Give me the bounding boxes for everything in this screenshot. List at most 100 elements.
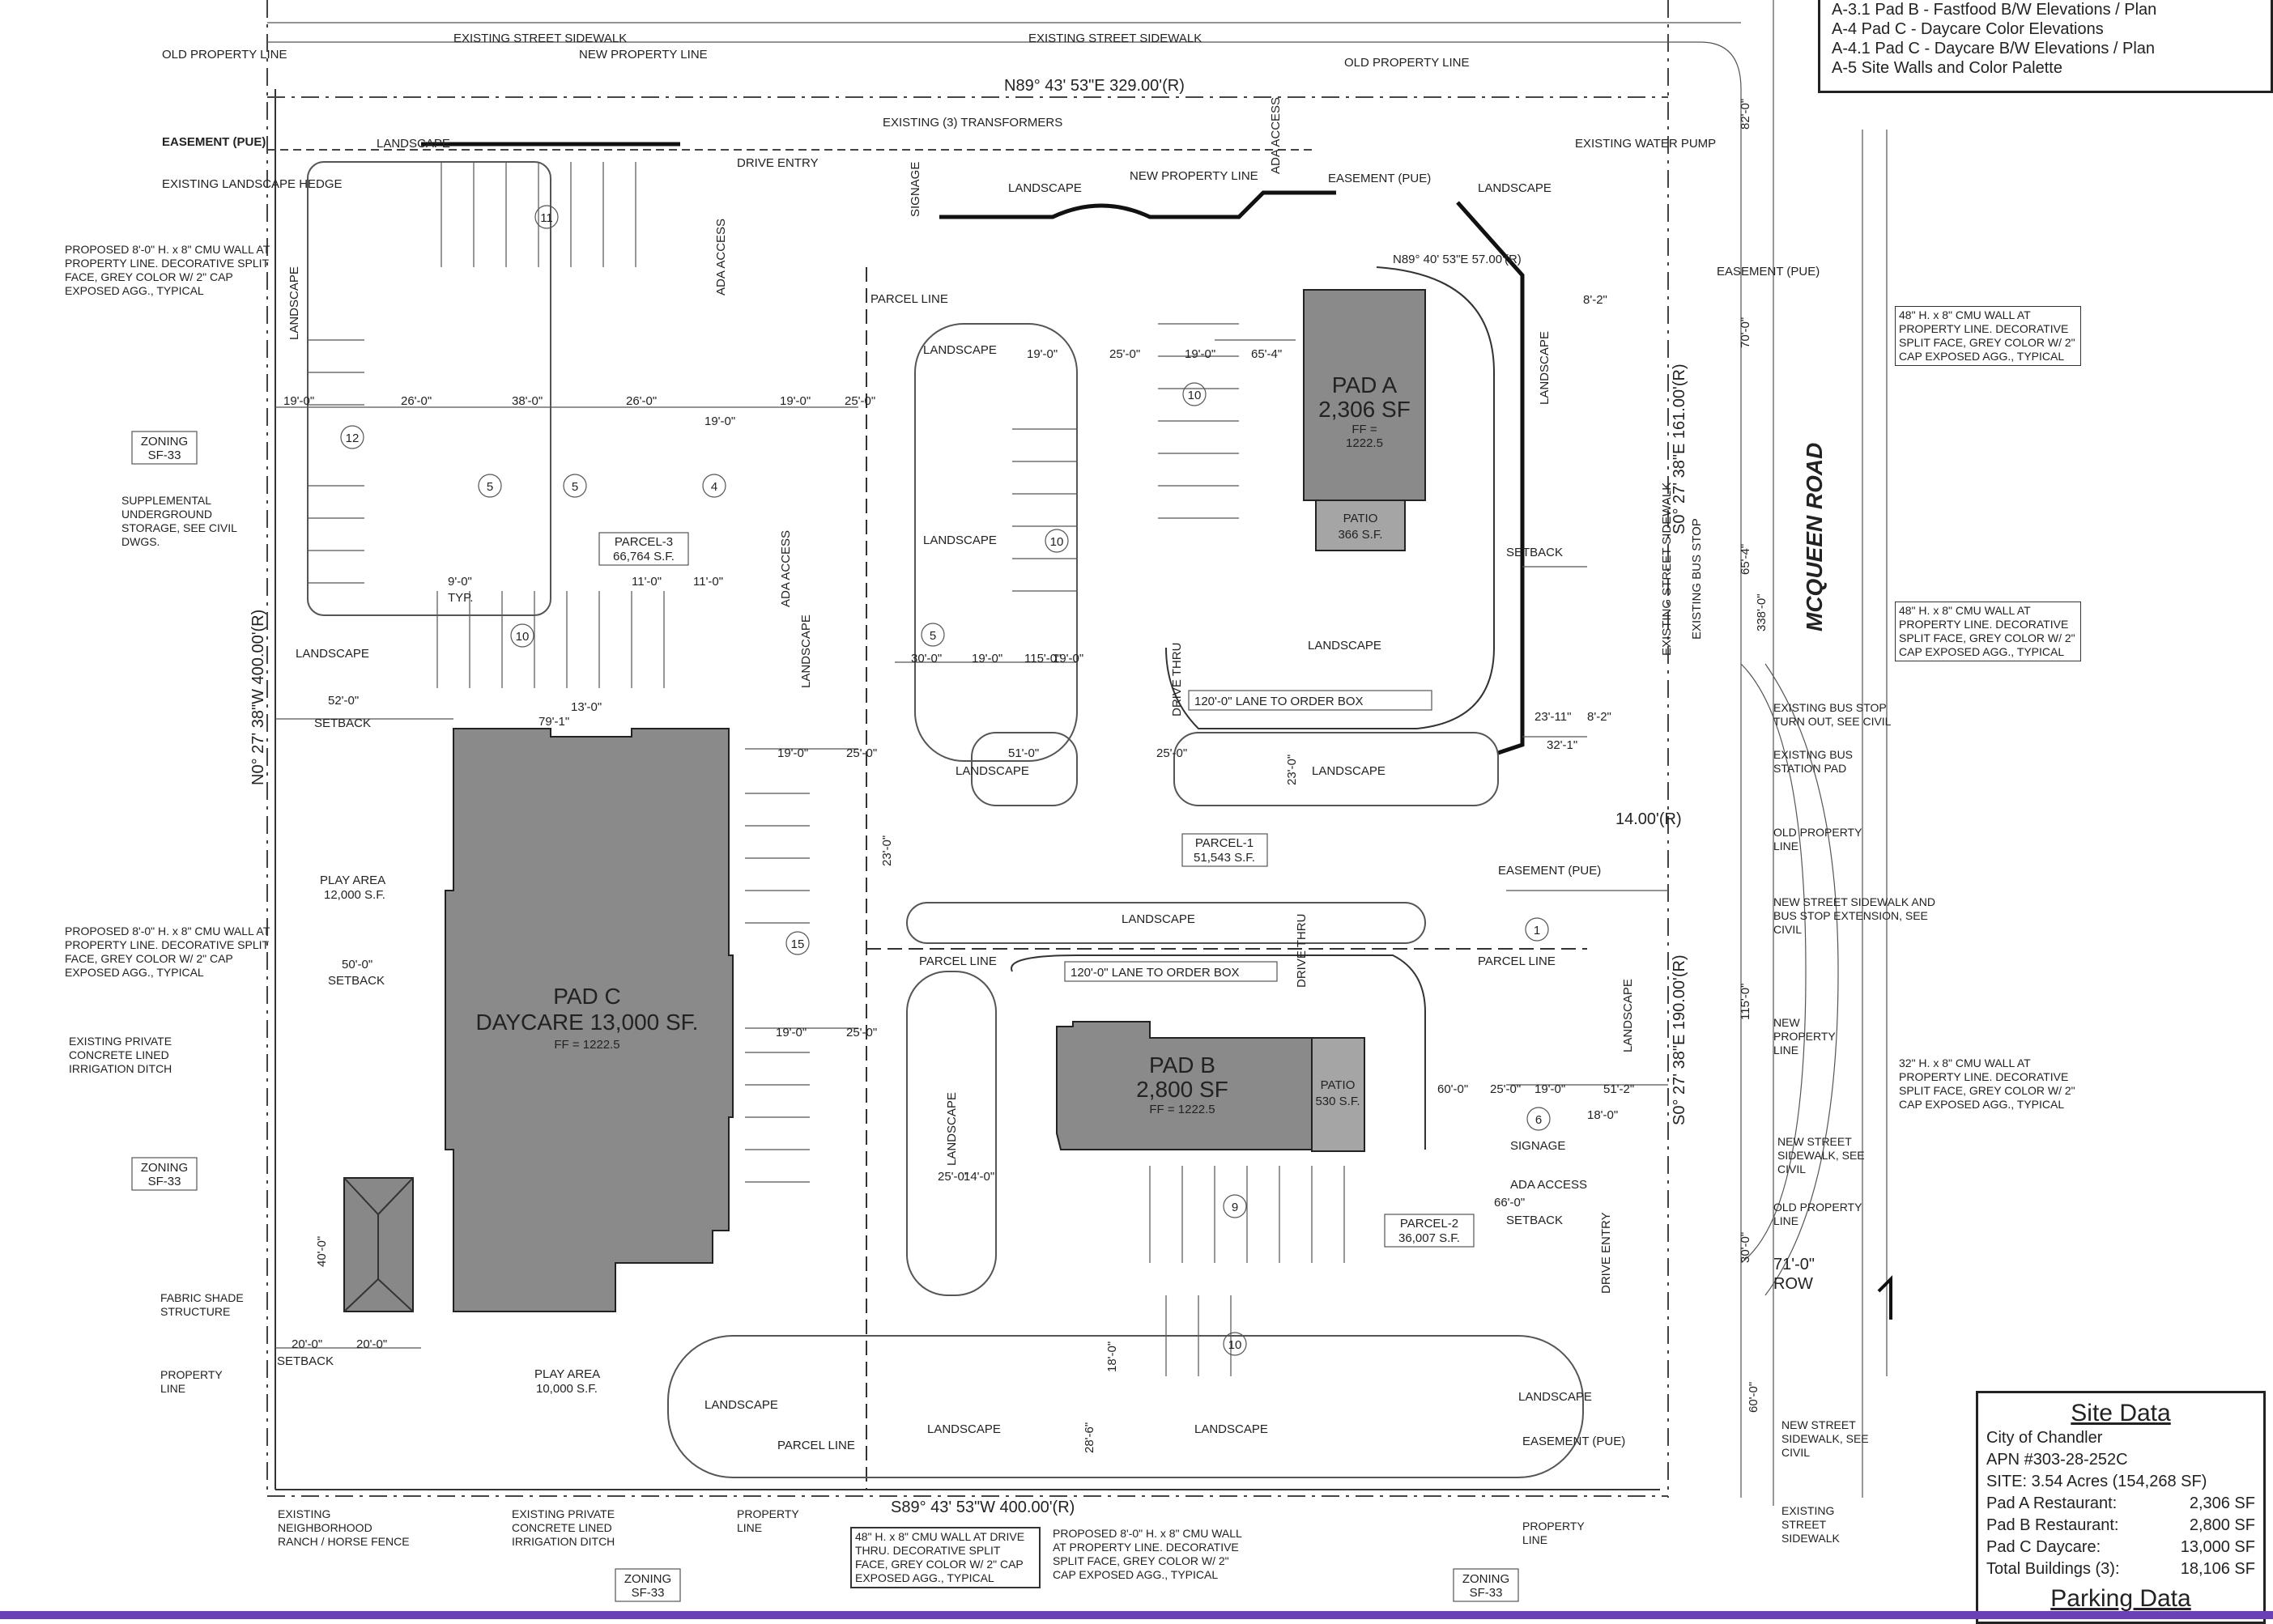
svg-text:12: 12 — [346, 432, 360, 445]
svg-text:5: 5 — [572, 480, 578, 494]
landscape-island — [307, 161, 551, 616]
site-data-site: SITE: 3.54 Acres (154,268 SF) — [1986, 1473, 2207, 1490]
landscape-island — [667, 1335, 1584, 1478]
svg-text:11: 11 — [540, 211, 553, 225]
supplemental-note: SUPPLEMENTAL UNDERGROUND STORAGE, SEE CI… — [121, 494, 236, 548]
setback-label-2: SETBACK — [328, 974, 385, 988]
drive-thru-wall-note: 48" H. x 8" CMU WALL AT DRIVE THRU. DECO… — [850, 1527, 1041, 1588]
bus-stop-curve-2 — [1764, 663, 1839, 1296]
pad-c-building — [445, 728, 734, 1312]
drive-entry-label: DRIVE ENTRY — [737, 156, 819, 170]
sheet-index-item: A-4 Pad C - Daycare Color Elevations — [1832, 20, 2104, 38]
stall-count-marker: 9 — [1223, 1194, 1247, 1218]
wall-48-note: 48" H. x 8" CMU WALL AT PROPERTY LINE. D… — [1895, 306, 2081, 366]
landscape-label: LANDSCAPE — [1518, 1390, 1592, 1404]
dimension-label: 51'-0" — [1008, 746, 1039, 760]
pad-a-name: PAD A — [1332, 372, 1398, 397]
landscape-label: LANDSCAPE — [1194, 1422, 1268, 1436]
setback-label-4: SETBACK — [1506, 1214, 1563, 1227]
site-data-panel: Site Data City of Chandler APN #303-28-2… — [1976, 1391, 2266, 1624]
bearing-north: N89° 43' 53"E 329.00'(R) — [1004, 77, 1185, 95]
stall-count-marker: 5 — [921, 623, 945, 647]
pad-a-ff-value: 1222.5 — [1346, 436, 1383, 450]
dimension-label: 66'-0" — [1494, 1196, 1525, 1209]
dimension-label: 30'-0" — [1739, 1232, 1752, 1263]
existing-ditch-note-2: EXISTING PRIVATE CONCRETE LINED IRRIGATI… — [512, 1507, 615, 1548]
svg-text:15: 15 — [791, 937, 805, 951]
proposed-wall-note-2: PROPOSED 8'-0" H. x 8" CMU WALL AT PROPE… — [65, 925, 270, 979]
zoning-box: ZONING SF-33 — [131, 1157, 198, 1191]
sheet-index-item: A-3.1 Pad B - Fastfood B/W Elevations / … — [1832, 1, 2157, 19]
site-data-city: City of Chandler — [1986, 1429, 2103, 1447]
dimension-label: 38'-0" — [512, 394, 543, 408]
dimension-label: 60'-0" — [1437, 1082, 1468, 1096]
dimension-label: 25'-0" — [1109, 347, 1140, 361]
stall-count-marker: 6 — [1526, 1107, 1551, 1131]
site-data-apn: APN #303-28-252C — [1986, 1451, 2128, 1469]
play-area-sf: 12,000 S.F. — [324, 888, 385, 902]
zoning-box: ZONING SF-33 — [131, 431, 198, 465]
dimension-label: 20'-0" — [356, 1337, 387, 1351]
svg-text:10: 10 — [1188, 389, 1202, 402]
setback-label-5: SETBACK — [1506, 546, 1563, 559]
bus-stop-curve — [1740, 663, 1807, 1264]
dimension-label: 25'-0" — [846, 1026, 877, 1039]
landscape-island — [906, 902, 1426, 944]
lane-a-label: 120'-0" LANE TO ORDER BOX — [1194, 695, 1364, 708]
play-area-sf-2: 10,000 S.F. — [536, 1382, 598, 1396]
landscape-label-vertical: LANDSCAPE — [287, 266, 301, 340]
dimension-label: 32'-1" — [1547, 738, 1577, 752]
water-pump-label: EXISTING WATER PUMP — [1575, 137, 1716, 151]
dimension-label: 18'-0" — [1587, 1108, 1618, 1122]
landscape-label: LANDSCAPE — [956, 764, 1029, 778]
play-area-label: PLAY AREA — [320, 874, 385, 887]
parcel-1-area: 51,543 S.F. — [1194, 851, 1255, 865]
wall-48-note-2: 48" H. x 8" CMU WALL AT PROPERTY LINE. D… — [1895, 602, 2081, 661]
stall-count-marker: 5 — [563, 474, 587, 498]
dimension-label: 79'-1" — [538, 715, 569, 729]
site-data-row: Pad C Daycare:13,000 SF — [1986, 1538, 2255, 1556]
dimension-label: 19'-0" — [1027, 347, 1058, 361]
stall-count-marker: 10 — [510, 623, 534, 648]
drive-thru-label-2: DRIVE THRU — [1295, 914, 1309, 988]
bearing-north-2: N89° 40' 53"E 57.00'(R) — [1393, 253, 1522, 266]
easement-label-3: EASEMENT (PUE) — [1717, 265, 1820, 278]
stall-count-marker: 12 — [340, 425, 364, 449]
dimension-label: 19'-0" — [777, 746, 808, 760]
street-sidewalk-north-2 — [267, 41, 1742, 1498]
pad-b-patio-area: 530 S.F. — [1315, 1095, 1360, 1108]
landscape-label-vertical: LANDSCAPE — [799, 614, 813, 688]
wall-north-b — [939, 190, 1336, 219]
svg-text:ZONING: ZONING — [1462, 1572, 1509, 1586]
dimension-label: 11'-0" — [693, 575, 723, 589]
dimension-label: 8'-2" — [1583, 293, 1607, 307]
landscape-label: LANDSCAPE — [1008, 181, 1082, 195]
landscape-label-vertical: LANDSCAPE — [1621, 979, 1635, 1052]
pad-c-area: DAYCARE 13,000 SF. — [476, 1010, 699, 1035]
landscape-label: LANDSCAPE — [1122, 912, 1195, 926]
site-data-row: Total Buildings (3):18,106 SF — [1986, 1560, 2255, 1578]
road-label: MCQUEEN ROAD — [1802, 443, 1827, 631]
play-area-label-2: PLAY AREA — [534, 1367, 600, 1381]
proposed-wall-note-3: PROPOSED 8'-0" H. x 8" CMU WALL AT PROPE… — [1053, 1527, 1241, 1581]
bearing-south: S89° 43' 53"W 400.00'(R) — [891, 1499, 1075, 1516]
dimension-label: 19'-0" — [283, 394, 314, 408]
pad-a-area: 2,306 SF — [1318, 397, 1411, 422]
stall-count-marker: 11 — [534, 205, 559, 229]
new-property-line-note: NEW PROPERTY LINE — [1773, 1016, 1836, 1056]
parcel-2-name: PARCEL-2 — [1400, 1217, 1458, 1231]
svg-text:SF-33: SF-33 — [148, 1175, 181, 1188]
old-property-line-note-2: OLD PROPERTY LINE — [1773, 1201, 1862, 1227]
lane-b-label: 120'-0" LANE TO ORDER BOX — [1071, 966, 1240, 980]
svg-text:ZONING: ZONING — [141, 1161, 188, 1175]
stall-count-marker: 10 — [1182, 382, 1207, 406]
wall-pad-a-east — [1456, 201, 1525, 755]
dimension-label: 14'-0" — [964, 1170, 994, 1184]
svg-text:ZONING: ZONING — [141, 435, 188, 449]
dimension-label: 25'-0" — [938, 1170, 968, 1184]
svg-text:1: 1 — [1534, 924, 1540, 937]
site-data-title: Site Data — [2071, 1400, 2171, 1426]
drive-thru-label: DRIVE THRU — [1170, 643, 1184, 716]
dimension-label: 25'-0" — [1490, 1082, 1521, 1096]
landscape-label: LANDSCAPE — [927, 1422, 1001, 1436]
